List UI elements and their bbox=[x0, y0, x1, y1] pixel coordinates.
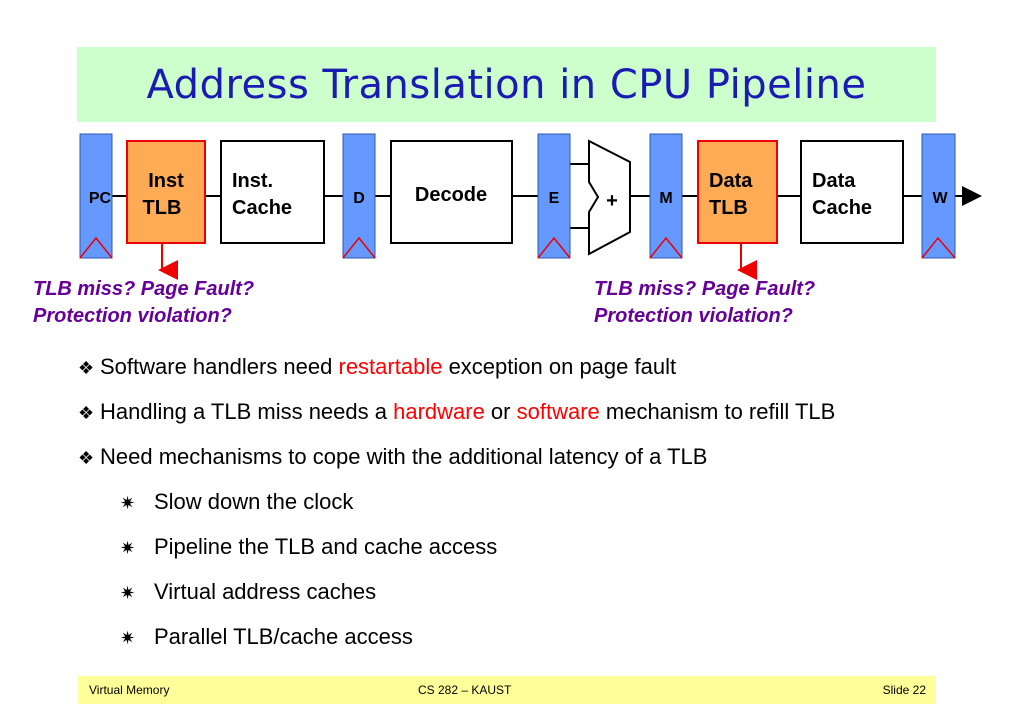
sub-bullet-item: ✷Virtual address caches bbox=[78, 577, 835, 622]
inst-tlb-note-line1: TLB miss? Page Fault? bbox=[33, 278, 255, 300]
register-m-label: M bbox=[659, 190, 672, 207]
data-cache-line2: Cache bbox=[812, 197, 872, 219]
footer-topic: Virtual Memory bbox=[89, 683, 170, 697]
data-tlb-line2: TLB bbox=[709, 197, 748, 219]
bullet-item: ❖Handling a TLB miss needs a hardware or… bbox=[78, 397, 835, 442]
data-cache-box: Data Cache bbox=[800, 140, 904, 244]
inst-tlb-line1: Inst bbox=[148, 170, 184, 192]
star-bullet-icon: ✷ bbox=[120, 628, 136, 648]
register-e: E bbox=[537, 133, 571, 259]
slide-footer: Virtual Memory CS 282 – KAUST Slide 22 bbox=[78, 676, 936, 704]
data-tlb-note: TLB miss? Page Fault? Protection violati… bbox=[594, 276, 815, 330]
register-e-label: E bbox=[549, 190, 560, 207]
star-bullet-icon: ✷ bbox=[120, 538, 136, 558]
register-w-label: W bbox=[932, 190, 948, 207]
inst-tlb-note: TLB miss? Page Fault? Protection violati… bbox=[33, 276, 254, 330]
star-bullet-icon: ✷ bbox=[120, 493, 136, 513]
sub-bullet-item: ✷Slow down the clock bbox=[78, 487, 835, 532]
data-cache-line1: Data bbox=[812, 170, 856, 192]
decode-label: Decode bbox=[415, 184, 487, 206]
inst-tlb-line2: TLB bbox=[143, 197, 182, 219]
bullet-item: ❖Need mechanisms to cope with the additi… bbox=[78, 442, 835, 487]
register-w: W bbox=[921, 133, 956, 259]
alu-label: + bbox=[606, 190, 618, 212]
inst-cache-line1: Inst. bbox=[232, 170, 273, 192]
register-d: D bbox=[342, 133, 376, 259]
pipeline-diagram: PC D E M W Inst TLB Inst. Cache Decode bbox=[79, 133, 982, 280]
data-tlb-line1: Data bbox=[709, 170, 753, 192]
bullet-item: ❖Software handlers need restartable exce… bbox=[78, 352, 835, 397]
footer-slide-number: Slide 22 bbox=[882, 683, 926, 697]
pipeline-wires bbox=[112, 163, 982, 229]
data-tlb-box: Data TLB bbox=[697, 140, 778, 244]
highlight-hardware: hardware bbox=[393, 399, 485, 424]
register-d-label: D bbox=[353, 190, 365, 207]
title-banner: Address Translation in CPU Pipeline bbox=[77, 47, 936, 122]
sub-bullet-item: ✷Pipeline the TLB and cache access bbox=[78, 532, 835, 577]
sub-bullet-item: ✷Parallel TLB/cache access bbox=[78, 622, 835, 667]
inst-tlb-box: Inst TLB bbox=[126, 140, 206, 244]
data-tlb-note-line2: Protection violation? bbox=[594, 305, 793, 327]
inst-tlb-note-line2: Protection violation? bbox=[33, 305, 232, 327]
alu-shape: + bbox=[588, 139, 631, 256]
page-title: Address Translation in CPU Pipeline bbox=[146, 61, 867, 108]
inst-cache-line2: Cache bbox=[232, 197, 292, 219]
data-tlb-note-line1: TLB miss? Page Fault? bbox=[594, 278, 816, 300]
register-m: M bbox=[649, 133, 683, 259]
footer-course: CS 282 – KAUST bbox=[418, 683, 512, 697]
register-pc: PC bbox=[79, 133, 113, 259]
bullet-list: ❖Software handlers need restartable exce… bbox=[78, 352, 835, 667]
inst-cache-box: Inst. Cache bbox=[220, 140, 325, 244]
decode-box: Decode bbox=[390, 140, 513, 244]
diamond-bullet-icon: ❖ bbox=[78, 403, 95, 423]
register-pc-label: PC bbox=[89, 190, 112, 207]
diamond-bullet-icon: ❖ bbox=[78, 448, 95, 468]
star-bullet-icon: ✷ bbox=[120, 583, 136, 603]
highlight-software: software bbox=[516, 399, 600, 424]
diamond-bullet-icon: ❖ bbox=[78, 358, 95, 378]
highlight-restartable: restartable bbox=[338, 354, 443, 379]
